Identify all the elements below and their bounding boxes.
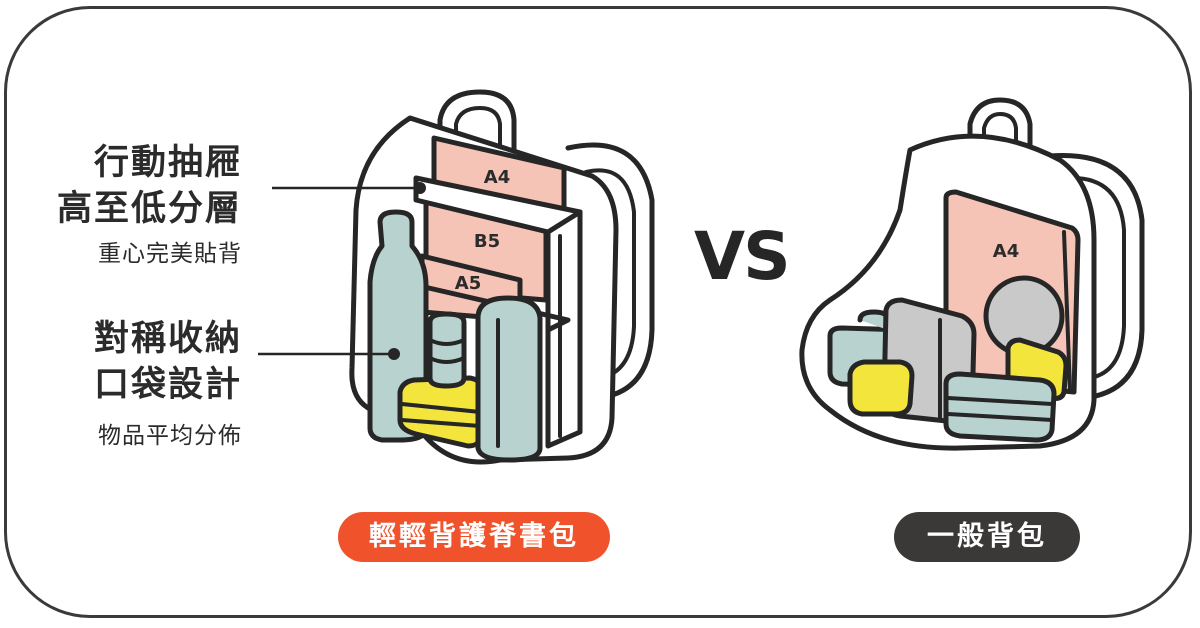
stacked-jar xyxy=(427,311,467,389)
callout-1-dot xyxy=(414,182,426,194)
yellow-cube-left xyxy=(847,359,915,417)
left-product-pill: 輕輕背護脊書包 xyxy=(338,512,610,562)
callout-2-title-line-2: 口袋設計 xyxy=(93,365,242,405)
vs-label: VS xyxy=(694,218,791,295)
pencil-case xyxy=(475,295,543,463)
book-b5-label: B5 xyxy=(474,231,500,252)
callout-2-title-line-1: 對稱收納 xyxy=(93,319,242,359)
right-backpack xyxy=(799,97,1145,451)
callout-1-title-line-1: 行動抽屜 xyxy=(93,143,242,183)
callout-2-subtitle: 物品平均分佈 xyxy=(98,423,242,449)
callout-1-subtitle: 重心完美貼背 xyxy=(98,241,242,267)
book-a4-label: A4 xyxy=(484,167,510,188)
right-product-pill: 一般背包 xyxy=(894,512,1080,562)
callout-1-title-line-2: 高至低分層 xyxy=(56,189,242,229)
book-a5-label: A5 xyxy=(455,273,481,294)
teal-stack xyxy=(943,371,1057,443)
comparison-card-border xyxy=(4,6,1192,618)
right-book-a4-label: A4 xyxy=(993,241,1019,262)
left-backpack xyxy=(349,89,655,465)
